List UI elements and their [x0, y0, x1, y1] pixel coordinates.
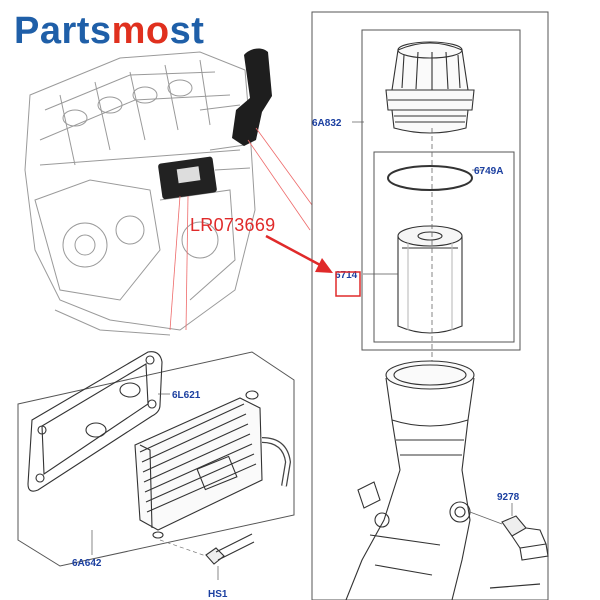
bottom-bolt-drawing: [489, 583, 541, 589]
brand-logo: Partsmost: [14, 10, 205, 52]
callout-6714: 6714: [335, 270, 358, 281]
filter-element-drawing: [397, 225, 463, 334]
filter-subassembly-box: [361, 29, 521, 351]
oil-cooler-drawing: [134, 390, 292, 539]
filter-element-box: [373, 151, 515, 343]
callout-6a832: 6A832: [312, 118, 342, 129]
engine-leader-lines: [169, 127, 313, 331]
sensor-drawing: [469, 511, 549, 561]
part-highlight-box: [335, 271, 361, 297]
highlighted-engine-parts: [158, 48, 272, 200]
callout-6l621: 6L621: [172, 390, 201, 401]
engine-illustration: [24, 51, 256, 336]
filter-housing-drawing: [345, 360, 475, 600]
callout-6749a: 6749A: [474, 166, 503, 177]
callout-9278: 9278: [497, 492, 520, 503]
o-ring-drawing: [387, 165, 473, 191]
cooler-assembly-frame: [17, 351, 295, 567]
gasket-drawing: [27, 351, 163, 492]
callout-leaders-right: [352, 121, 513, 516]
part-number-label: LR073669: [190, 215, 276, 235]
callout-6a642: 6A642: [72, 558, 102, 569]
callout-leaders-left: [91, 393, 219, 580]
callout-hs1: HS1: [208, 589, 228, 600]
filter-assembly-frame: [311, 11, 549, 600]
red-pointer-arrow: [265, 234, 333, 273]
bolt-drawing: [159, 533, 255, 565]
filter-cap-drawing: [385, 41, 475, 134]
